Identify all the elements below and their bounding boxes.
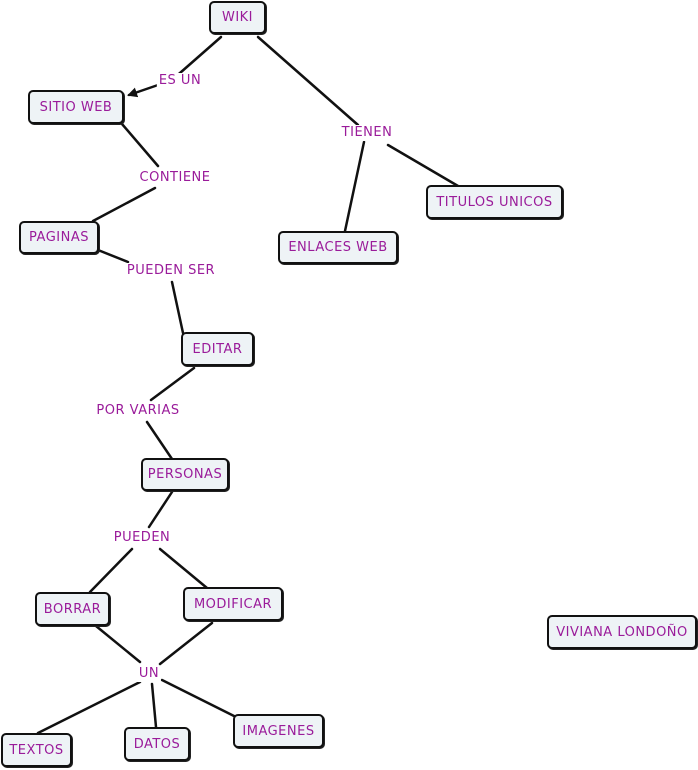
line-un-imagenes: [160, 678, 240, 720]
link-contiene: CONTIENE: [137, 170, 213, 186]
line-pueden-borrar: [88, 547, 134, 594]
node-modificar[interactable]: MODIFICAR: [183, 587, 283, 621]
line-contiene-paginas: [91, 186, 157, 223]
node-sitio-web[interactable]: SITIO WEB: [28, 90, 124, 124]
link-un: UN: [136, 666, 162, 682]
link-es-un: ES UN: [156, 73, 204, 89]
line-tienen-enlaces: [343, 140, 366, 233]
node-titulos-unicos[interactable]: TITULOS UNICOS: [426, 185, 563, 219]
line-porvarias-personas: [145, 420, 174, 461]
line-editar-porvarias: [149, 366, 196, 402]
line-pueden-modificar: [158, 547, 209, 590]
node-personas[interactable]: PERSONAS: [141, 458, 229, 491]
line-borrar-un: [94, 624, 142, 664]
line-wiki-esun: [170, 35, 223, 82]
node-imagenes[interactable]: IMAGENES: [233, 714, 324, 748]
node-datos[interactable]: DATOS: [124, 727, 190, 761]
node-viviana-londono[interactable]: VIVIANA LONDOÑO: [547, 615, 697, 649]
line-un-textos: [36, 680, 142, 735]
node-wiki[interactable]: WIKI: [209, 1, 266, 34]
node-paginas[interactable]: PAGINAS: [19, 221, 99, 254]
line-un-datos: [150, 682, 158, 729]
link-pueden: PUEDEN: [111, 530, 173, 546]
link-por-varias: POR VARIAS: [94, 403, 182, 419]
line-tienen-titulos: [386, 143, 460, 188]
link-pueden-ser: PUEDEN SER: [124, 263, 218, 279]
link-tienen: TIENEN: [339, 125, 395, 141]
line-puedenser-editar: [170, 280, 185, 335]
node-textos[interactable]: TEXTOS: [1, 733, 72, 767]
node-borrar[interactable]: BORRAR: [35, 592, 110, 626]
line-wiki-tienen: [256, 35, 360, 127]
line-paginas-puedenser: [96, 248, 130, 264]
node-enlaces-web[interactable]: ENLACES WEB: [278, 231, 398, 264]
line-modificar-un: [158, 621, 214, 666]
line-personas-pueden: [147, 490, 174, 529]
node-editar[interactable]: EDITAR: [181, 332, 254, 366]
line-esun-sitioweb: [127, 83, 160, 98]
line-sitioweb-contiene: [120, 122, 160, 168]
